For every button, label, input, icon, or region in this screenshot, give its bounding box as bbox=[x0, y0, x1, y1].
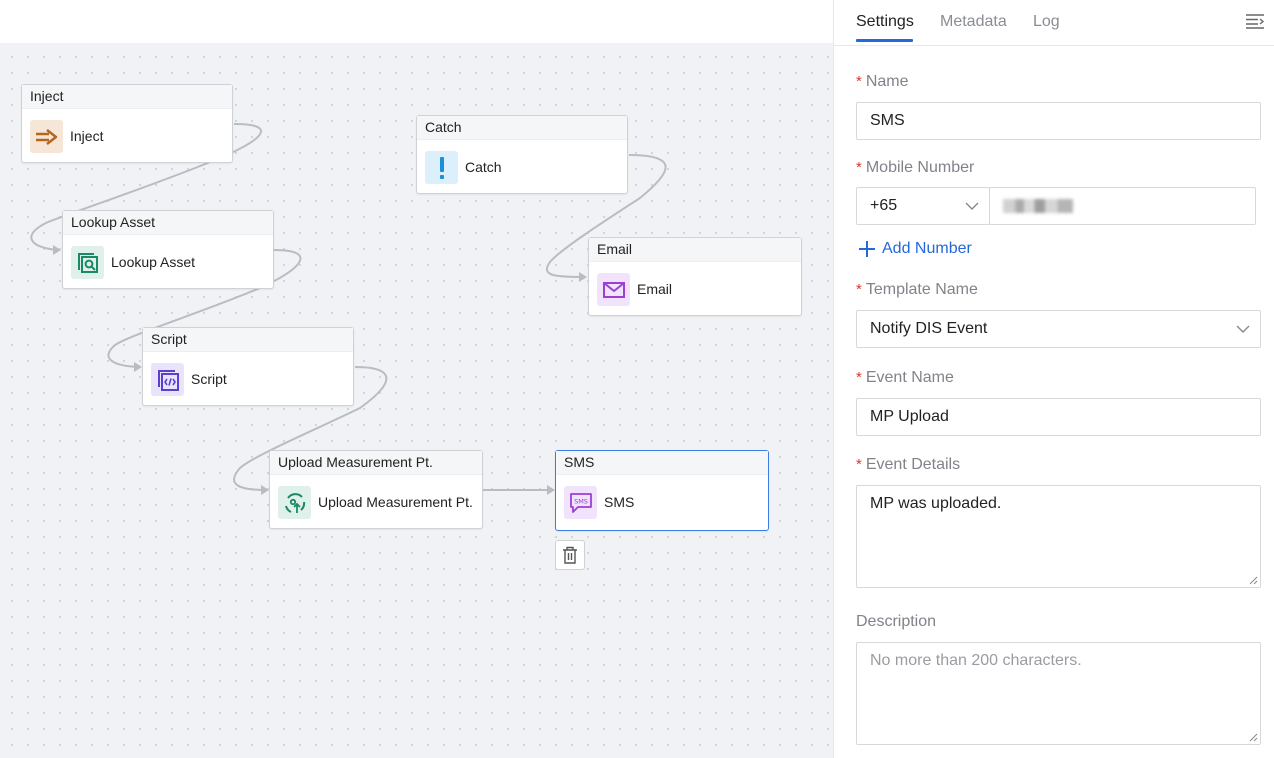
node-label: Upload Measurement Pt. bbox=[318, 494, 473, 510]
active-tab-indicator bbox=[856, 39, 913, 42]
node-sms[interactable]: SMS SMS SMS bbox=[555, 450, 769, 531]
name-label: *Name bbox=[856, 73, 909, 90]
template-name-select[interactable]: Notify DIS Event bbox=[856, 310, 1261, 348]
plus-icon bbox=[859, 241, 875, 257]
chevron-down-icon bbox=[965, 202, 979, 210]
delete-node-button[interactable] bbox=[555, 540, 585, 570]
node-title: SMS bbox=[556, 451, 768, 475]
mobile-number-label: *Mobile Number bbox=[856, 159, 975, 176]
settings-panel: Settings Metadata Log *Name SMS *Mobile … bbox=[833, 0, 1274, 758]
description-label: Description bbox=[856, 613, 937, 630]
node-inject[interactable]: Inject Inject bbox=[21, 84, 233, 163]
node-label: Script bbox=[191, 371, 227, 387]
sms-icon: SMS bbox=[564, 486, 597, 519]
node-title: Upload Measurement Pt. bbox=[270, 451, 482, 475]
node-script[interactable]: Script Script bbox=[142, 327, 354, 406]
country-code-select[interactable]: +65 bbox=[856, 187, 990, 225]
collapse-menu-icon[interactable] bbox=[1245, 12, 1265, 35]
svg-text:SMS: SMS bbox=[574, 497, 588, 505]
node-title: Catch bbox=[417, 116, 627, 140]
node-title: Lookup Asset bbox=[63, 211, 273, 235]
node-label: SMS bbox=[604, 494, 635, 510]
chevron-down-icon bbox=[1236, 325, 1250, 333]
resize-handle-icon[interactable] bbox=[1248, 732, 1258, 742]
description-placeholder: No more than 200 characters. bbox=[870, 652, 1082, 669]
node-upload-measurement[interactable]: Upload Measurement Pt. Upload Measuremen… bbox=[269, 450, 483, 529]
resize-handle-icon[interactable] bbox=[1248, 575, 1258, 585]
mobile-number-input[interactable] bbox=[989, 187, 1256, 225]
inject-arrow-icon bbox=[30, 120, 63, 153]
node-label: Lookup Asset bbox=[111, 254, 196, 270]
node-title: Script bbox=[143, 328, 353, 352]
add-number-button[interactable]: Add Number bbox=[858, 240, 972, 258]
description-textarea[interactable]: No more than 200 characters. bbox=[856, 642, 1261, 745]
node-label: Catch bbox=[465, 159, 502, 175]
canvas-top-strip bbox=[0, 0, 833, 43]
event-details-textarea[interactable]: MP was uploaded. bbox=[856, 485, 1261, 588]
required-mark: * bbox=[856, 281, 862, 298]
lookup-asset-icon bbox=[71, 246, 104, 279]
required-mark: * bbox=[856, 73, 862, 90]
upload-measurement-icon bbox=[278, 486, 311, 519]
node-label: Inject bbox=[70, 128, 104, 144]
required-mark: * bbox=[856, 369, 862, 386]
redacted-phone-number bbox=[1003, 198, 1073, 213]
tab-settings[interactable]: Settings bbox=[856, 13, 914, 30]
required-mark: * bbox=[856, 456, 862, 473]
trash-icon bbox=[563, 546, 577, 564]
tab-metadata[interactable]: Metadata bbox=[940, 13, 1007, 30]
event-name-label: *Event Name bbox=[856, 369, 954, 386]
node-title: Inject bbox=[22, 85, 232, 109]
node-label: Email bbox=[637, 281, 673, 297]
name-input[interactable]: SMS bbox=[856, 102, 1261, 140]
node-title: Email bbox=[589, 238, 801, 262]
node-lookup-asset[interactable]: Lookup Asset Lookup Asset bbox=[62, 210, 274, 289]
node-email[interactable]: Email Email bbox=[588, 237, 802, 316]
script-icon bbox=[151, 363, 184, 396]
panel-tabs: Settings Metadata Log bbox=[834, 0, 1274, 46]
node-catch[interactable]: Catch Catch bbox=[416, 115, 628, 194]
event-details-label: *Event Details bbox=[856, 456, 961, 473]
template-name-label: *Template Name bbox=[856, 281, 978, 298]
exclamation-icon bbox=[425, 151, 458, 184]
event-name-input[interactable]: MP Upload bbox=[856, 398, 1261, 436]
envelope-icon bbox=[597, 273, 630, 306]
tab-log[interactable]: Log bbox=[1033, 13, 1060, 30]
required-mark: * bbox=[856, 159, 862, 176]
